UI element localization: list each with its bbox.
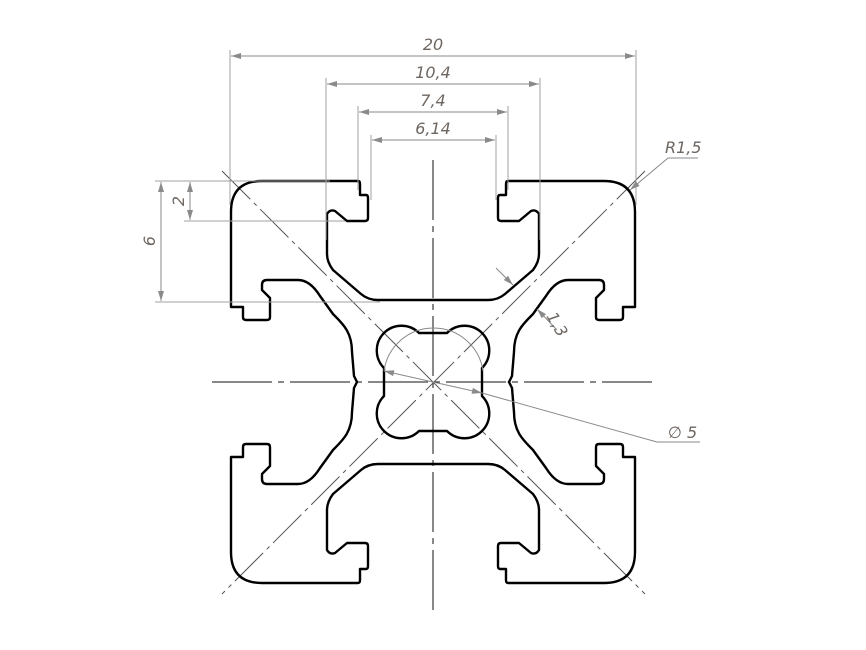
svg-text:R1,5: R1,5 <box>665 138 702 157</box>
center-lines <box>212 160 652 612</box>
dimension-center-bore: ∅ 5 <box>383 327 700 443</box>
svg-text:20: 20 <box>423 35 443 54</box>
dimension-lip-thickness: 2 <box>169 180 345 222</box>
svg-text:6,14: 6,14 <box>415 119 451 138</box>
dimension-slot-neck-width: 6,14 <box>370 119 497 200</box>
svg-text:10,4: 10,4 <box>415 63 451 82</box>
dimension-slot-opening-width: 7,4 <box>357 91 509 190</box>
dimension-slot-inner-width: 10,4 <box>325 63 541 240</box>
dimension-corner-radius: R1,5 <box>629 138 702 191</box>
svg-text:7,4: 7,4 <box>420 91 445 110</box>
svg-text:2: 2 <box>169 196 188 206</box>
dimension-web-thickness: 1,3 <box>495 267 572 341</box>
svg-text:6: 6 <box>140 236 159 246</box>
dimension-slot-depth: 6 <box>140 180 380 303</box>
dimension-overall-width: 20 <box>229 35 637 205</box>
svg-text:1,3: 1,3 <box>543 309 572 341</box>
svg-text:∅ 5: ∅ 5 <box>668 423 697 442</box>
